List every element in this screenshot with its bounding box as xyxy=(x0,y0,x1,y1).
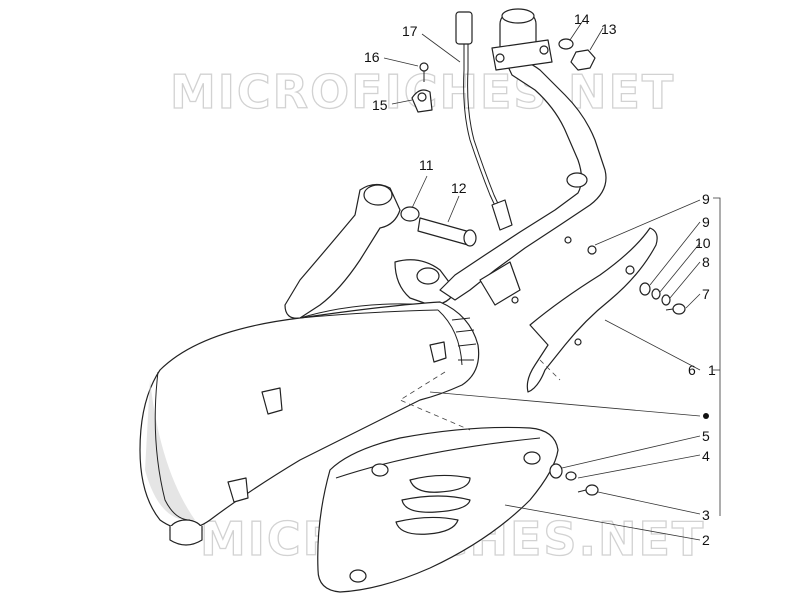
assembly-dot xyxy=(703,413,709,419)
grommet-5 xyxy=(549,463,563,479)
flange-nut xyxy=(570,49,596,71)
callout-12: 12 xyxy=(451,180,467,196)
bracket-bolt xyxy=(417,217,477,247)
callout-14: 14 xyxy=(574,11,590,27)
clip-screw xyxy=(419,62,429,82)
callout-13: 13 xyxy=(601,21,617,37)
silencer-cover xyxy=(317,426,559,593)
callout-8: 8 xyxy=(702,254,710,270)
mounting-bracket xyxy=(284,183,456,319)
callout-16: 16 xyxy=(364,49,380,65)
assembly-dash-1 xyxy=(399,371,471,431)
screw-7 xyxy=(665,303,686,315)
callout-7: 7 xyxy=(702,286,710,302)
screw-3 xyxy=(577,484,599,496)
callout-3: 3 xyxy=(702,507,710,523)
callout-9b: 9 xyxy=(702,214,710,230)
callout-6: 6 xyxy=(688,362,696,378)
callout-10: 10 xyxy=(695,235,711,251)
header-heat-shield xyxy=(526,227,658,393)
callout-17: 17 xyxy=(402,23,418,39)
callout-11: 11 xyxy=(419,157,434,173)
exhaust-header-pipe xyxy=(439,8,607,306)
washer-8 xyxy=(661,294,671,306)
washer-9 xyxy=(639,282,651,296)
washer-10 xyxy=(651,288,661,300)
callout-2: 2 xyxy=(702,532,710,548)
leader-lines xyxy=(383,21,721,541)
callout-4: 4 xyxy=(702,448,710,464)
bracket-washer xyxy=(400,206,420,222)
cable-clip xyxy=(411,89,433,113)
callout-5: 5 xyxy=(702,428,710,444)
silencer-body xyxy=(139,301,480,546)
callout-1: 1 xyxy=(708,362,716,378)
callout-9a: 9 xyxy=(702,191,710,207)
assembly-dash-2 xyxy=(539,359,561,381)
washer-4 xyxy=(565,471,577,481)
flange-washer xyxy=(558,38,574,50)
lambda-sensor xyxy=(455,11,513,231)
callout-15: 15 xyxy=(372,97,388,113)
